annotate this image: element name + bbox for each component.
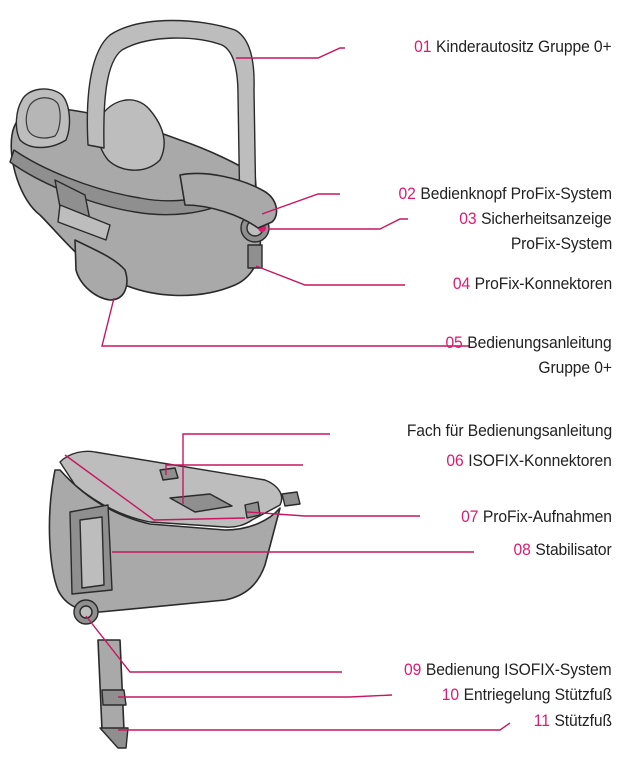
label-09-text: Bedienung ISOFIX-System: [426, 660, 612, 679]
label-04: 04 ProFix-Konnektoren: [453, 274, 612, 294]
label-04-number: 04: [453, 274, 470, 293]
label-09-number: 09: [405, 660, 422, 679]
isofix-base-illustration: [49, 451, 300, 748]
label-11-number: 11: [534, 711, 550, 730]
label-07-text: ProFix-Aufnahmen: [483, 507, 612, 526]
label-02-number: 02: [399, 184, 416, 203]
infant-car-seat-illustration: [10, 20, 277, 300]
label-05-text-2: Gruppe 0+: [538, 358, 612, 377]
label-compartment-text: Fach für Bedienungsanleitung: [407, 421, 612, 440]
label-05-line2: Gruppe 0+: [538, 358, 612, 378]
label-10-number: 10: [442, 685, 459, 704]
label-08-text: Stabilisator: [536, 540, 612, 559]
label-10: 10 Entriegelung Stützfuß: [442, 685, 612, 705]
label-11-text: Stützfuß: [554, 711, 612, 730]
label-03-text-2: ProFix-System: [511, 234, 612, 253]
label-06-number: 06: [447, 451, 464, 470]
label-06-text: ISOFIX-Konnektoren: [468, 451, 612, 470]
label-04-text: ProFix-Konnektoren: [475, 274, 612, 293]
label-05: 05 Bedienungsanleitung: [446, 333, 612, 353]
label-compartment: Fach für Bedienungsanleitung: [407, 421, 612, 441]
label-01-number: 01: [415, 37, 432, 56]
label-01-text: Kinderautositz Gruppe 0+: [436, 37, 612, 56]
label-08: 08 Stabilisator: [514, 540, 612, 560]
label-03-line2: ProFix-System: [511, 234, 612, 254]
label-05-number: 05: [446, 333, 463, 352]
label-07: 07 ProFix-Aufnahmen: [461, 507, 612, 527]
label-10-text: Entriegelung Stützfuß: [464, 685, 612, 704]
label-05-text: Bedienungsanleitung: [468, 333, 612, 352]
label-07-number: 07: [461, 507, 478, 526]
label-02-text: Bedienknopf ProFix-System: [420, 184, 612, 203]
label-03-number: 03: [460, 209, 477, 228]
label-08-number: 08: [514, 540, 531, 559]
label-03-text: Sicherheitsanzeige: [481, 209, 612, 228]
